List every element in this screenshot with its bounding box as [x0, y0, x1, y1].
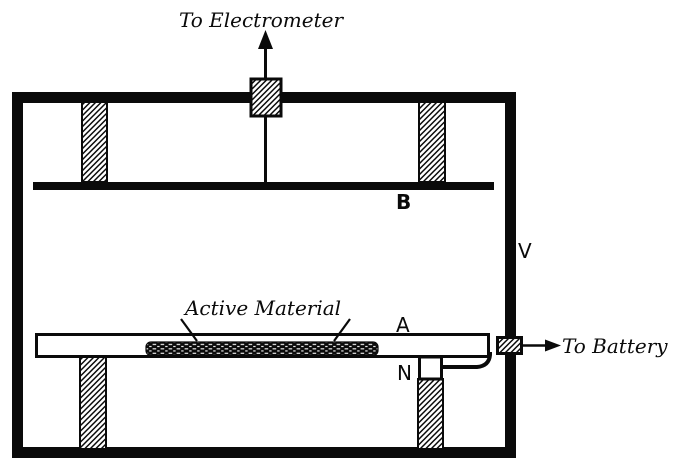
- battery-wire: [443, 352, 492, 369]
- electrometer-arrowhead-icon: [258, 30, 273, 49]
- pillar-top-left: [81, 101, 108, 183]
- battery-insulating-plug: [496, 336, 523, 355]
- label-upper-plate-b: B: [396, 190, 411, 214]
- electrometer-insulating-plug: [249, 77, 283, 118]
- leader-line-right: [333, 318, 351, 342]
- caption-to-electrometer: To Electrometer: [179, 8, 345, 32]
- pillar-bottom-left: [79, 356, 107, 450]
- support-block-n: [418, 355, 443, 381]
- caption-active-material: Active Material: [183, 296, 341, 320]
- battery-arrowhead-icon: [545, 339, 561, 352]
- active-material-strip: [145, 341, 379, 357]
- caption-to-battery: To Battery: [562, 334, 668, 358]
- leader-line-left: [180, 318, 198, 342]
- pillar-bottom-right: [417, 378, 444, 450]
- upper-plate-b: [33, 182, 494, 190]
- label-vessel-v: V: [518, 239, 532, 263]
- label-lower-plate-a: A: [396, 313, 410, 337]
- label-support-n: N: [397, 361, 412, 385]
- pillar-top-right: [418, 101, 446, 183]
